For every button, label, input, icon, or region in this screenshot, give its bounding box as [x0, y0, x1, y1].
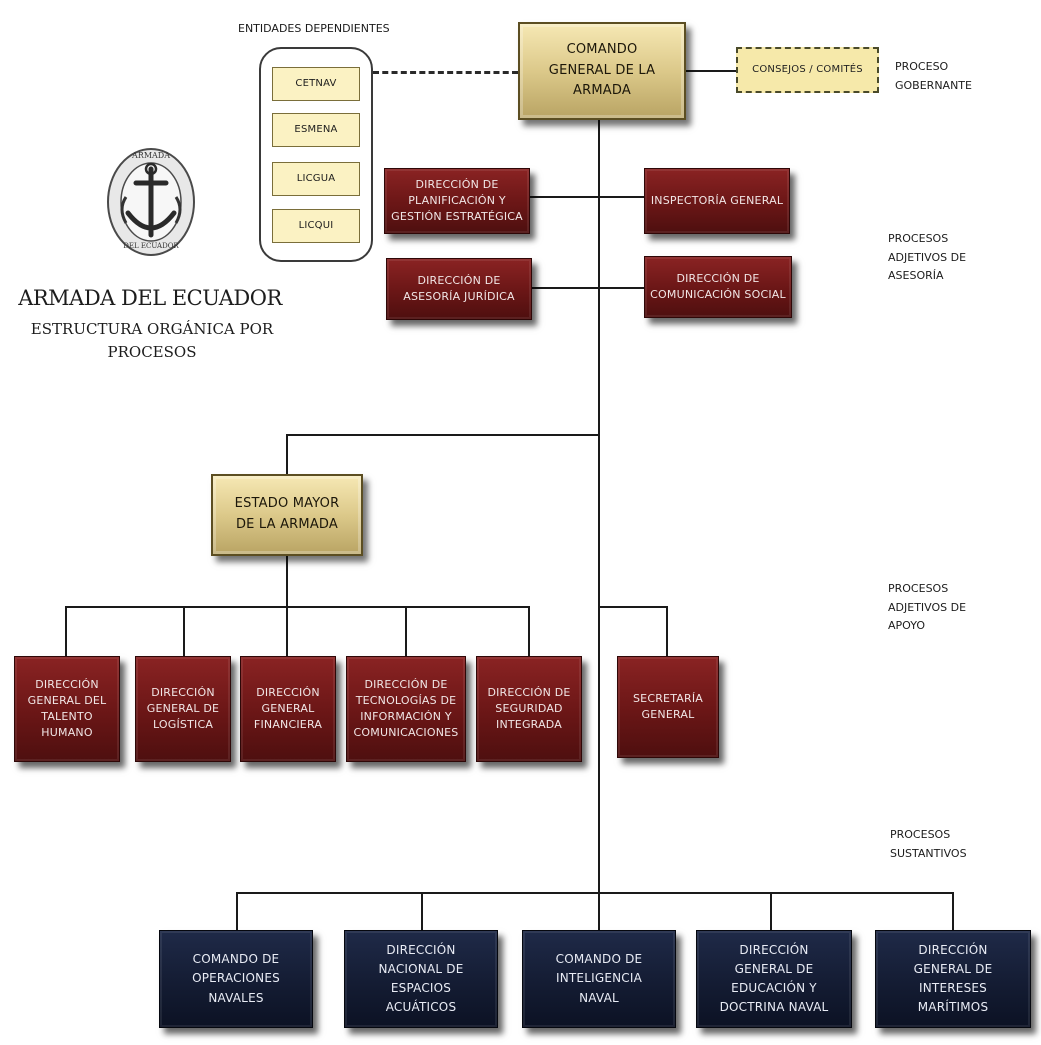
- dir-comunicacion-social-box: DIRECCIÓN DE COMUNICACIÓN SOCIAL: [644, 256, 792, 318]
- estado-mayor-branch-h: [286, 434, 600, 436]
- dir-seguridad-integrada-box: DIRECCIÓN DE SEGURIDAD INTEGRADA: [476, 656, 582, 762]
- label-proceso-gobernante: PROCESO GOBERNANTE: [895, 60, 972, 92]
- label-procesos-sustantivos: PROCESOS SUSTANTIVOS: [890, 828, 967, 860]
- armada-seal-icon: ARMADA DEL ECUADOR: [106, 147, 196, 257]
- armada-title: ARMADA DEL ECUADOR: [18, 286, 282, 310]
- inspectoria-general-box: INSPECTORÍA GENERAL: [644, 168, 790, 234]
- main-vertical-connector: [598, 120, 600, 932]
- asesoria-row2-connector: [532, 287, 648, 289]
- dir-logistica-box: DIRECCIÓN GENERAL DE LOGÍSTICA: [135, 656, 231, 762]
- secretaria-branch-h: [598, 606, 668, 608]
- estado-mayor-down: [286, 556, 288, 608]
- seal-bottom-text: DEL ECUADOR: [123, 242, 179, 250]
- comando-operaciones-navales-box: COMANDO DE OPERACIONES NAVALES: [159, 930, 313, 1028]
- sustantivos-drop-5: [952, 892, 954, 932]
- secretaria-branch-v: [666, 606, 668, 656]
- sustantivos-drop-2: [421, 892, 423, 932]
- entidad-licqui: LICQUI: [272, 209, 360, 243]
- apoyo-drop-1: [65, 606, 67, 658]
- entidad-esmena: ESMENA: [272, 113, 360, 147]
- consejos-comites-box: CONSEJOS / COMITÉS: [736, 47, 879, 93]
- estado-mayor-box: ESTADO MAYOR DE LA ARMADA: [211, 474, 363, 556]
- dir-espacios-acuaticos-box: DIRECCIÓN NACIONAL DE ESPACIOS ACUÁTICOS: [344, 930, 498, 1028]
- entidad-licgua: LICGUA: [272, 162, 360, 196]
- apoyo-drop-5: [528, 606, 530, 658]
- apoyo-drop-4: [405, 606, 407, 658]
- dir-financiera-box: DIRECCIÓN GENERAL FINANCIERA: [240, 656, 336, 762]
- dir-intereses-maritimos-box: DIRECCIÓN GENERAL DE INTERESES MARÍTIMOS: [875, 930, 1031, 1028]
- dir-tecnologias-box: DIRECCIÓN DE TECNOLOGÍAS DE INFORMACIÓN …: [346, 656, 466, 762]
- dir-educacion-doctrina-box: DIRECCIÓN GENERAL DE EDUCACIÓN Y DOCTRIN…: [696, 930, 852, 1028]
- secretaria-general-box: SECRETARÍA GENERAL: [617, 656, 719, 758]
- sustantivos-drop-4: [770, 892, 772, 932]
- comando-general-box: COMANDO GENERAL DE LA ARMADA: [518, 22, 686, 120]
- sustantivos-drop-1: [236, 892, 238, 932]
- entidades-label: ENTIDADES DEPENDIENTES: [238, 22, 390, 35]
- apoyo-drop-3: [286, 606, 288, 658]
- asesoria-row1-connector: [530, 196, 650, 198]
- sustantivos-bus: [236, 892, 954, 894]
- entidad-cetnav: CETNAV: [272, 67, 360, 101]
- label-procesos-apoyo: PROCESOS ADJETIVOS DE APOYO: [888, 582, 967, 633]
- consejos-connector: [686, 70, 736, 72]
- comando-inteligencia-naval-box: COMANDO DE INTELIGENCIA NAVAL: [522, 930, 676, 1028]
- seal-top-text: ARMADA: [132, 151, 170, 160]
- dir-planificacion-box: DIRECCIÓN DE PLANIFICACIÓN Y GESTIÓN EST…: [384, 168, 530, 234]
- estructura-subtitle: ESTRUCTURA ORGÁNICA POR PROCESOS: [30, 320, 274, 362]
- label-procesos-asesoria: PROCESOS ADJETIVOS DE ASESORÍA: [888, 232, 967, 283]
- entidades-dashed-connector: [373, 71, 518, 74]
- apoyo-drop-2: [183, 606, 185, 658]
- dir-asesoria-juridica-box: DIRECCIÓN DE ASESORÍA JURÍDICA: [386, 258, 532, 320]
- apoyo-bus: [65, 606, 530, 608]
- dir-talento-humano-box: DIRECCIÓN GENERAL DEL TALENTO HUMANO: [14, 656, 120, 762]
- estado-mayor-branch-v: [286, 434, 288, 476]
